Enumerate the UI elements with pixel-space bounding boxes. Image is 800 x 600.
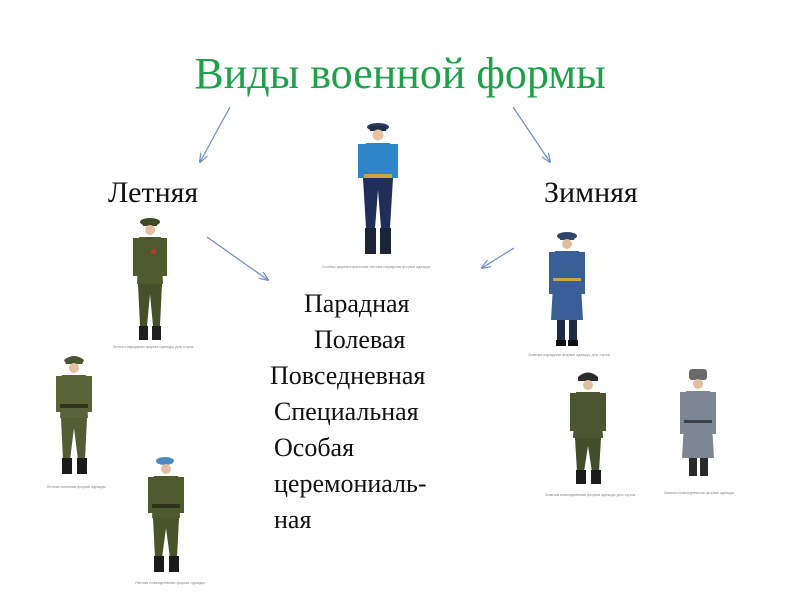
caption-winter-greatcoat: Зимняя повседневная форма одежды: [663, 490, 735, 495]
type-parade: Парадная: [304, 289, 410, 318]
uniform-types-list: Парадная Полевая Повседневная Специальна…: [270, 286, 470, 538]
arrow-title-to-summer: [200, 106, 231, 162]
diagram-title: Виды военной формы: [194, 49, 606, 98]
caption-ceremonial: Особая церемониальная летняя парадная фо…: [321, 264, 431, 269]
type-special-ceremonial-1: Особая: [274, 433, 355, 462]
type-everyday: Повседневная: [270, 361, 426, 390]
soldier-ceremonial-icon: [358, 123, 398, 254]
arrow-summer-to-types: [206, 236, 268, 280]
summer-label: Летняя: [108, 176, 199, 209]
caption-winter-everyday: Зимняя повседневная форма одежды для стр…: [544, 492, 636, 497]
caption-summer-everyday: Летняя повседневная форма одежды: [135, 580, 205, 585]
soldier-winter-everyday-icon: [570, 372, 606, 484]
soldier-winter-greatcoat-icon: [680, 369, 716, 476]
arrow-winter-to-types: [482, 247, 515, 268]
soldier-winter-parade-icon: [549, 232, 585, 346]
soldier-summer-everyday-icon: [148, 457, 184, 572]
type-special-ceremonial-3: ная: [274, 505, 312, 534]
caption-winter-parade: Зимняя парадная форма одежды для строя: [528, 352, 610, 357]
type-field: Полевая: [314, 325, 406, 354]
soldier-summer-field-icon: [56, 356, 92, 474]
arrow-title-to-winter: [512, 106, 550, 162]
winter-label: Зимняя: [544, 176, 638, 209]
type-special: Специальная: [274, 397, 419, 426]
caption-summer-parade: Летняя парадная форма одежды для строя: [112, 344, 194, 349]
soldier-summer-parade-icon: [133, 218, 167, 340]
type-special-ceremonial-2: церемониаль-: [274, 469, 427, 498]
caption-summer-field: Летняя полевая форма одежды: [46, 484, 106, 489]
